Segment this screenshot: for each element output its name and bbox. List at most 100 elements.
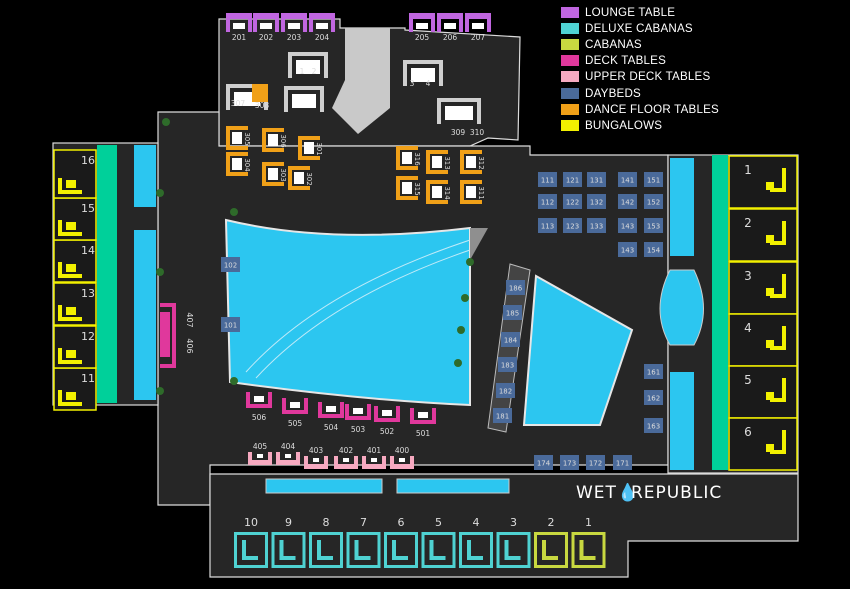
daybed-186[interactable] xyxy=(506,280,525,295)
upper-deck-table-400[interactable] xyxy=(390,456,414,469)
cabana-seat xyxy=(467,540,483,560)
dance-floor-table-314[interactable] xyxy=(426,180,448,204)
daybed-182[interactable] xyxy=(496,383,515,398)
cabana-9[interactable] xyxy=(271,532,306,568)
table-1-2[interactable] xyxy=(288,52,328,78)
legend-swatch xyxy=(561,55,579,67)
daybed-173[interactable] xyxy=(560,455,579,470)
deck-table-506[interactable] xyxy=(246,392,272,408)
bungalow-15[interactable] xyxy=(53,197,97,241)
cabana-6[interactable] xyxy=(384,532,418,568)
daybed-131[interactable] xyxy=(587,172,606,187)
daybed-151[interactable] xyxy=(644,172,663,187)
dance-floor-table-312[interactable] xyxy=(460,150,482,174)
table-3-4[interactable] xyxy=(403,60,443,86)
daybed-153[interactable] xyxy=(644,218,663,233)
dance-floor-table-315[interactable] xyxy=(396,176,418,200)
dance-floor-table-313[interactable] xyxy=(426,150,448,174)
cabana-3[interactable] xyxy=(496,532,531,568)
deck-table-503[interactable] xyxy=(345,404,371,420)
dance-floor-table-302[interactable] xyxy=(288,166,310,190)
dance-floor-table-316[interactable] xyxy=(396,146,418,170)
table-308b[interactable] xyxy=(284,86,324,112)
daybed-122[interactable] xyxy=(563,194,582,209)
cabana-7[interactable] xyxy=(346,532,381,568)
deck-table-505[interactable] xyxy=(282,398,308,414)
daybed-154[interactable] xyxy=(644,242,663,257)
daybed-183[interactable] xyxy=(498,357,517,372)
lounge-table-206[interactable] xyxy=(437,13,463,32)
lounge-table-205[interactable] xyxy=(409,13,435,32)
bungalow-2[interactable] xyxy=(728,208,798,262)
upper-deck-table-402[interactable] xyxy=(334,456,358,469)
dance-table-top xyxy=(294,172,304,184)
upper-deck-table-404[interactable] xyxy=(276,452,300,465)
daybed-141[interactable] xyxy=(618,172,637,187)
lounge-table-202[interactable] xyxy=(253,13,279,32)
cabana-5[interactable] xyxy=(421,532,456,568)
lounge-table-201[interactable] xyxy=(226,13,252,32)
daybed-102[interactable] xyxy=(221,257,240,272)
cabana-4[interactable] xyxy=(459,532,493,568)
cabana-2[interactable] xyxy=(534,532,568,568)
bungalow-16[interactable] xyxy=(53,149,97,199)
daybed-184[interactable] xyxy=(501,332,520,347)
bungalow-13[interactable] xyxy=(53,282,97,326)
deck-table-502[interactable] xyxy=(374,406,400,422)
daybed-111[interactable] xyxy=(538,172,557,187)
daybed-142[interactable] xyxy=(618,194,637,209)
dance-floor-table-301[interactable] xyxy=(298,136,320,160)
bungalow-12[interactable] xyxy=(53,325,97,369)
daybed-185[interactable] xyxy=(503,305,522,320)
daybed-174[interactable] xyxy=(534,455,553,470)
dance-floor-table-303[interactable] xyxy=(262,162,284,186)
daybed-112[interactable] xyxy=(538,194,557,209)
deck-table-504[interactable] xyxy=(318,402,344,418)
dance-floor-table-305[interactable] xyxy=(226,126,248,150)
lounge-table-203[interactable] xyxy=(281,13,307,32)
bungalow-1[interactable] xyxy=(728,155,798,209)
bungalow-5[interactable] xyxy=(728,365,798,419)
deck-table-501[interactable] xyxy=(410,408,436,424)
legend-swatch xyxy=(561,71,579,83)
daybed-181[interactable] xyxy=(493,408,512,423)
daybed-132[interactable] xyxy=(587,194,606,209)
daybed-163[interactable] xyxy=(644,418,663,433)
bungalow-6[interactable] xyxy=(728,417,798,471)
bungalow-label: 13 xyxy=(81,287,95,300)
daybed-113[interactable] xyxy=(538,218,557,233)
upper-deck-table-401[interactable] xyxy=(362,456,386,469)
daybed-161[interactable] xyxy=(644,364,663,379)
daybed-label: 186 xyxy=(509,285,523,293)
daybed-172[interactable] xyxy=(586,455,605,470)
lounge-table-shape xyxy=(409,13,435,32)
deck-table-407-406[interactable] xyxy=(160,303,176,368)
daybed-162[interactable] xyxy=(644,390,663,405)
bungalow-label: 3 xyxy=(744,269,752,283)
lounge-table-top xyxy=(472,23,484,29)
daybed-143[interactable] xyxy=(618,218,637,233)
lounge-table-204[interactable] xyxy=(309,13,335,32)
daybed-133[interactable] xyxy=(587,218,606,233)
dance-floor-table-304[interactable] xyxy=(226,152,248,176)
daybed-152[interactable] xyxy=(644,194,663,209)
cabana-8[interactable] xyxy=(309,532,343,568)
upper-deck-table-405[interactable] xyxy=(248,452,272,465)
upper-deck-table-403[interactable] xyxy=(304,456,328,469)
lounge-table-207[interactable] xyxy=(465,13,491,32)
dance-floor-table-306[interactable] xyxy=(262,128,284,152)
daybed-143[interactable] xyxy=(618,242,637,257)
daybed-101[interactable] xyxy=(221,317,240,332)
bungalow-14[interactable] xyxy=(53,239,97,283)
cabana-10[interactable] xyxy=(234,532,268,568)
bungalow-4[interactable] xyxy=(728,313,798,367)
bungalow-11[interactable] xyxy=(53,367,97,411)
table-309-310[interactable] xyxy=(437,98,481,124)
daybed-121[interactable] xyxy=(563,172,582,187)
daybed-123[interactable] xyxy=(563,218,582,233)
dance-table-shape xyxy=(226,152,248,176)
bungalow-3[interactable] xyxy=(728,261,798,315)
dance-floor-table-311[interactable] xyxy=(460,180,482,204)
cabana-1[interactable] xyxy=(571,532,606,568)
daybed-171[interactable] xyxy=(613,455,632,470)
